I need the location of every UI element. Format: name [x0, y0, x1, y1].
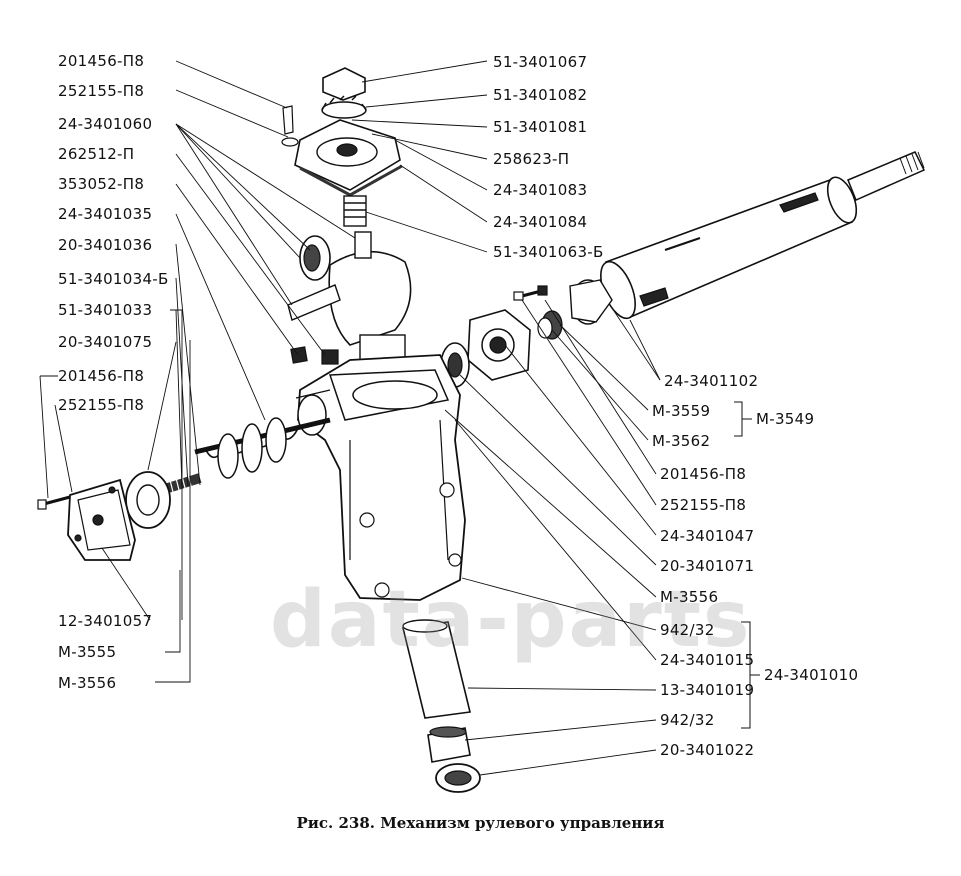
group-brackets	[734, 401, 760, 729]
part-label: 20-3401036	[58, 236, 153, 254]
column-bushing	[537, 279, 613, 340]
bearing-cup-left	[125, 471, 171, 529]
side-cover	[37, 478, 136, 561]
part-label: 201456-П8	[58, 52, 145, 70]
part-label: 252155-П8	[660, 496, 747, 514]
leaders-left	[39, 60, 356, 683]
group-label: 24-3401010	[764, 666, 859, 684]
part-label: 12-3401057	[58, 612, 153, 630]
part-label: 20-3401075	[58, 333, 153, 351]
upper-cover	[440, 309, 531, 388]
bolt-column	[513, 285, 548, 301]
part-label: 252155-П8	[58, 396, 145, 414]
part-label: 24-3401060	[58, 115, 153, 133]
part-label: 24-3401083	[493, 181, 588, 199]
part-label: М-3555	[58, 643, 117, 661]
part-label: 201456-П8	[660, 465, 747, 483]
part-label: 24-3401084	[493, 213, 588, 231]
part-label: 942/32	[660, 621, 715, 639]
sector-shaft	[287, 231, 412, 376]
adjust-shims	[166, 473, 202, 497]
part-label: 258623-П	[493, 150, 570, 168]
leaders-right	[351, 60, 661, 776]
part-label: 51-3401067	[493, 53, 588, 71]
part-label: 51-3401034-Б	[58, 270, 169, 288]
part-label: М-3556	[58, 674, 117, 692]
part-label: 51-3401081	[493, 118, 588, 136]
part-label: 51-3401063-Б	[493, 243, 604, 261]
part-label: М-3556	[660, 588, 719, 606]
part-label: 201456-П8	[58, 367, 145, 385]
lower-sleeve	[402, 619, 481, 793]
part-label: 942/32	[660, 711, 715, 729]
watermark: data-parts	[270, 575, 752, 665]
part-label: 51-3401082	[493, 86, 588, 104]
part-label: 262512-П	[58, 145, 135, 163]
group-label: М-3549	[756, 410, 815, 428]
worm-shaft	[194, 417, 331, 479]
top-cap	[281, 67, 403, 227]
figure-caption: Рис. 238. Механизм рулевого управления	[296, 814, 665, 832]
part-label: 51-3401033	[58, 301, 153, 319]
part-label: 252155-П8	[58, 82, 145, 100]
part-label: 24-3401047	[660, 527, 755, 545]
part-label: 20-3401022	[660, 741, 755, 759]
part-label: 20-3401071	[660, 557, 755, 575]
part-label: 24-3401035	[58, 205, 153, 223]
part-label: М-3559	[652, 402, 711, 420]
part-label: 353052-П8	[58, 175, 145, 193]
part-label: 24-3401015	[660, 651, 755, 669]
steering-shaft	[847, 151, 926, 201]
column-tube	[600, 176, 858, 320]
gear-housing	[290, 346, 466, 601]
part-label: М-3562	[652, 432, 711, 450]
part-label: 24-3401102	[664, 372, 759, 390]
part-label: 13-3401019	[660, 681, 755, 699]
